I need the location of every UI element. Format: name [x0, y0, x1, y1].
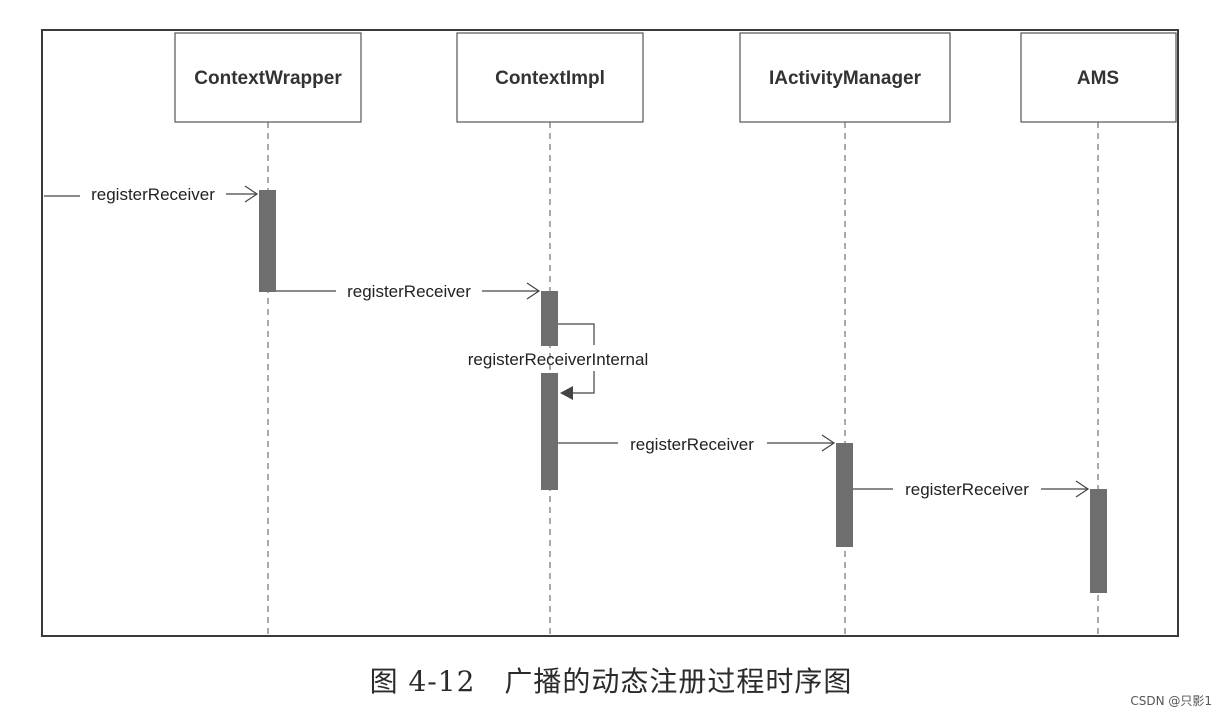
participant-box — [739, 32, 951, 123]
participant-iactivitymanager: IActivityManager — [739, 32, 951, 123]
message-5: registerReceiver — [853, 480, 1090, 499]
watermark: CSDN @只影1 — [1130, 694, 1212, 708]
open-arrowhead-icon — [244, 185, 259, 203]
message-2: registerReceiver — [276, 282, 541, 301]
participant-box — [456, 32, 644, 123]
activation-bar-contextwrapper — [259, 190, 276, 292]
activation-bar-contextimpl-2 — [541, 373, 558, 490]
diagram-frame — [41, 29, 1179, 637]
participant-ams: AMS — [1020, 32, 1177, 123]
filled-arrowhead-icon — [560, 386, 573, 400]
message-label: registerReceiver — [630, 435, 754, 454]
activation-bar-contextimpl-1 — [541, 291, 558, 346]
participant-label: IActivityManager — [769, 68, 922, 89]
message-1: registerReceiver — [44, 185, 259, 204]
activation-bar-iactivitymanager — [836, 443, 853, 547]
figure-caption: 图 4-12 广播的动态注册过程时序图 — [369, 665, 853, 698]
participant-label: AMS — [1077, 68, 1119, 89]
message-3-self-call: registerReceiverInternal — [468, 323, 648, 400]
message-label: registerReceiver — [347, 282, 471, 301]
participant-contextimpl: ContextImpl — [456, 32, 644, 123]
participant-label: ContextWrapper — [194, 68, 342, 89]
participant-contextwrapper: ContextWrapper — [174, 32, 362, 123]
message-4: registerReceiver — [558, 434, 836, 454]
message-label: registerReceiver — [905, 480, 1029, 499]
message-label: registerReceiver — [91, 185, 215, 204]
participant-box — [174, 32, 362, 123]
message-label: registerReceiverInternal — [468, 350, 648, 369]
open-arrowhead-icon — [1075, 480, 1090, 498]
open-arrowhead-icon — [821, 434, 836, 452]
message-line — [558, 323, 595, 345]
participant-box — [1020, 32, 1177, 123]
open-arrowhead-icon — [526, 282, 541, 300]
participant-label: ContextImpl — [495, 68, 605, 89]
sequence-diagram: ContextWrapper ContextImpl IActivityMana… — [41, 29, 1179, 637]
activation-bar-ams — [1090, 489, 1107, 593]
